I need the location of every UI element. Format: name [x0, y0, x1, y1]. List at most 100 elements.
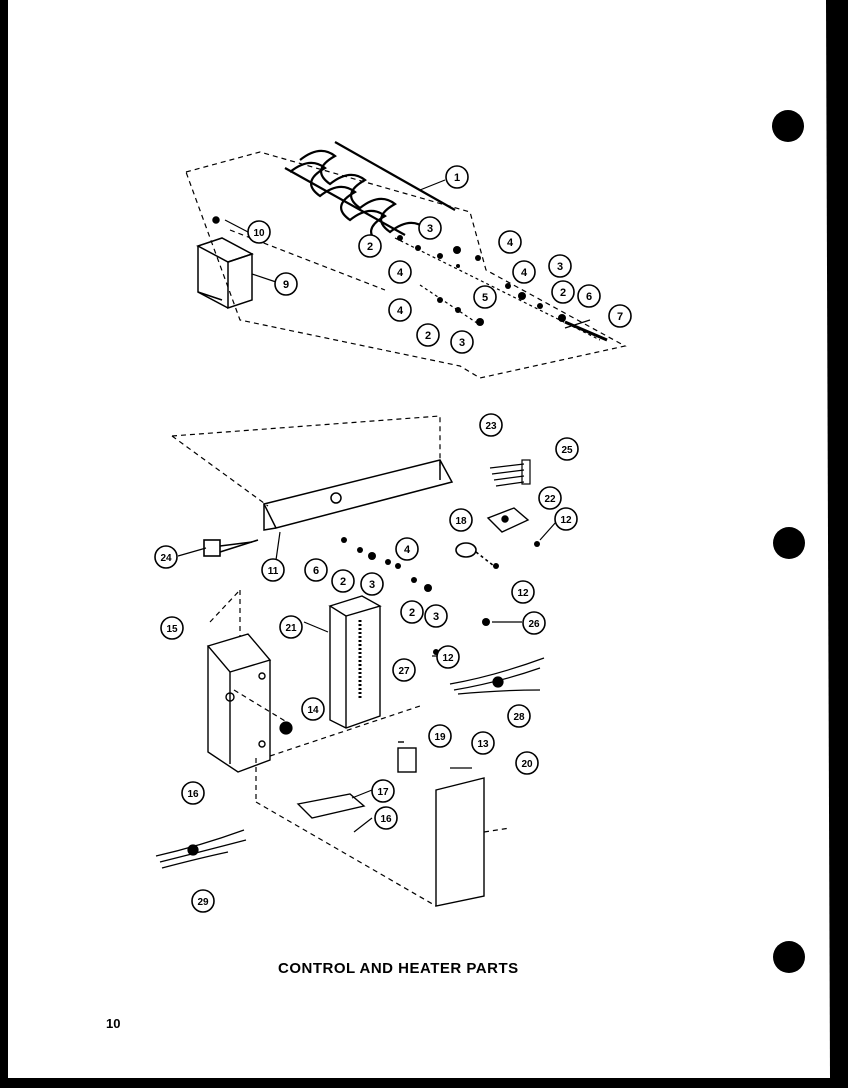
svg-text:3: 3: [433, 611, 439, 623]
callout-21: 21: [279, 615, 303, 639]
svg-text:23: 23: [485, 421, 497, 432]
callout-16b: 16: [374, 806, 398, 830]
callout-12c: 12: [436, 645, 460, 669]
svg-text:24: 24: [160, 553, 172, 564]
callout-4a: 4: [498, 230, 522, 254]
svg-text:21: 21: [285, 623, 297, 634]
control-box: [206, 633, 272, 773]
hardware-chain-top: [394, 237, 601, 341]
callout-25: 25: [555, 437, 579, 461]
callout-3c: 3: [450, 330, 474, 354]
svg-text:2: 2: [560, 287, 566, 299]
svg-text:3: 3: [369, 579, 375, 591]
mounting-bracket: [196, 216, 254, 310]
svg-text:9: 9: [283, 279, 289, 291]
diagram-caption: CONTROL AND HEATER PARTS: [278, 960, 519, 977]
svg-text:13: 13: [477, 739, 489, 750]
svg-text:3: 3: [427, 223, 433, 235]
binder-hole-top: [772, 110, 804, 142]
svg-text:25: 25: [561, 445, 573, 456]
mounting-shelf: [296, 793, 366, 819]
wire-bundle-knot: [492, 676, 504, 688]
svg-text:20: 20: [521, 759, 533, 770]
svg-text:4: 4: [404, 544, 411, 556]
wire-bundle-knot-left: [187, 844, 199, 856]
svg-text:10: 10: [253, 228, 265, 239]
svg-text:4: 4: [397, 267, 404, 279]
callout-2c: 2: [416, 323, 440, 347]
svg-text:2: 2: [409, 607, 415, 619]
svg-text:2: 2: [340, 576, 346, 588]
relay-switch: [486, 507, 530, 533]
callout-9: 9: [274, 272, 298, 296]
callout-12a: 12: [554, 507, 578, 531]
callout-22: 22: [538, 486, 562, 510]
hardware-dots-middle: [341, 537, 540, 655]
svg-text:19: 19: [434, 732, 446, 743]
leader-lines: [177, 179, 591, 833]
hardware-dots-top: [397, 235, 566, 326]
callout-24: 24: [154, 545, 178, 569]
callout-13: 13: [471, 731, 495, 755]
svg-text:18: 18: [455, 516, 467, 527]
terminal-rod: [564, 320, 608, 342]
heater-element: [284, 141, 456, 245]
svg-text:3: 3: [459, 337, 465, 349]
callout-27: 27: [392, 658, 416, 682]
callout-10: 10: [247, 220, 271, 244]
svg-text:26: 26: [528, 619, 540, 630]
terminal-block: [328, 595, 382, 729]
callout-12b: 12: [511, 580, 535, 604]
wire-harness-connector: [489, 459, 531, 487]
callout-1: 1: [445, 165, 469, 189]
callout-11: 11: [261, 558, 285, 582]
callout-4d: 4: [388, 298, 412, 322]
callout-17: 17: [371, 779, 395, 803]
callout-28: 28: [507, 704, 531, 728]
control-rail: [262, 459, 454, 531]
callout-2a: 2: [358, 234, 382, 258]
svg-text:4: 4: [507, 237, 514, 249]
callout-2d: 2: [331, 569, 355, 593]
relay: [397, 741, 417, 773]
callout-3a: 3: [418, 216, 442, 240]
callout-26: 26: [522, 611, 546, 635]
svg-text:4: 4: [397, 305, 404, 317]
page-number: 10: [106, 1016, 121, 1031]
left-border-bar: [0, 0, 8, 1088]
thermostat: [455, 542, 495, 567]
callout-20: 20: [515, 751, 539, 775]
binder-hole-bottom: [773, 941, 805, 973]
svg-text:11: 11: [268, 566, 279, 577]
paper-sheet: [0, 0, 830, 1078]
svg-text:2: 2: [425, 330, 431, 342]
svg-text:12: 12: [560, 515, 572, 526]
callout-4f: 4: [395, 537, 419, 561]
svg-text:22: 22: [544, 494, 556, 505]
lower-dashed-guides: [209, 589, 511, 907]
callout-4b: 4: [388, 260, 412, 284]
svg-text:4: 4: [521, 267, 528, 279]
callout-29: 29: [191, 889, 215, 913]
svg-text:6: 6: [586, 291, 592, 303]
svg-text:27: 27: [398, 666, 410, 677]
callout-23: 23: [479, 413, 503, 437]
callout-19: 19: [428, 724, 452, 748]
callout-5: 5: [473, 285, 497, 309]
svg-text:15: 15: [166, 624, 178, 635]
svg-text:12: 12: [442, 653, 454, 664]
svg-text:6: 6: [313, 565, 319, 577]
callout-15: 15: [160, 616, 184, 640]
svg-text:14: 14: [307, 705, 319, 716]
svg-text:7: 7: [617, 311, 623, 323]
svg-text:16: 16: [187, 789, 199, 800]
callout-14: 14: [301, 697, 325, 721]
callout-7: 7: [608, 304, 632, 328]
svg-text:28: 28: [513, 712, 525, 723]
grommet: [279, 721, 293, 735]
callout-4c: 4: [512, 260, 536, 284]
callout-bubbles: 1 2 3 4 3 4 4 5 4 3 2 6 7 2 9 10 23 25 2…: [154, 165, 632, 913]
svg-text:29: 29: [197, 897, 209, 908]
callout-2e: 2: [400, 600, 424, 624]
